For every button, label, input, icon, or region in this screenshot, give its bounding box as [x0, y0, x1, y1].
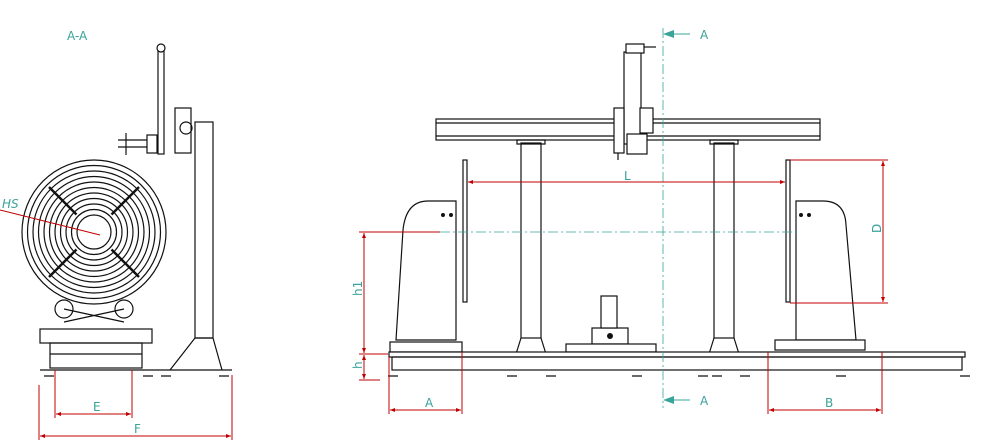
front-view: A A L D h1 h A	[351, 28, 970, 414]
h-label: h	[351, 361, 365, 369]
section-marker-top-label: A	[700, 28, 709, 42]
section-marker-bottom-label: A	[700, 394, 709, 408]
spool-spoke	[110, 248, 140, 278]
l-label: L	[624, 169, 631, 183]
right-headstock	[774, 159, 866, 351]
spool-ring	[21, 159, 167, 305]
spool-ring	[65, 203, 123, 261]
d-label: D	[870, 224, 884, 233]
hs-label: HS	[2, 197, 19, 211]
spool-spoke	[110, 186, 140, 216]
spool-ring	[59, 197, 129, 267]
torch-arm	[118, 43, 193, 155]
dimension-b: B	[767, 352, 883, 414]
column	[169, 121, 223, 371]
e-label: E	[93, 400, 101, 414]
spool-ring	[48, 186, 140, 278]
dimension-e: E	[54, 370, 133, 418]
spool-ring	[37, 175, 151, 289]
dimension-h1: h1	[351, 231, 440, 355]
spool-spoke	[48, 248, 78, 278]
section-marker-bottom: A	[663, 394, 709, 408]
a-label: A	[425, 396, 434, 410]
spool-ring	[26, 164, 162, 300]
dimension-l: L	[468, 169, 785, 184]
dimension-f: F	[38, 375, 233, 440]
dimension-a: A	[388, 352, 463, 414]
b-label: B	[825, 396, 833, 410]
spool-ring	[54, 192, 134, 272]
section-marker-top: A	[663, 28, 709, 42]
spool-spoke	[48, 186, 78, 216]
spool-ring	[70, 208, 118, 256]
section-view: A-A HS	[0, 29, 233, 440]
dimension-d: D	[790, 159, 888, 304]
gantry-columns	[515, 139, 740, 355]
spool-ring	[76, 214, 112, 250]
left-headstock	[389, 159, 468, 353]
f-label: F	[134, 422, 141, 436]
spool-ring	[32, 170, 156, 294]
spool-ring	[43, 181, 145, 283]
base-rail	[388, 351, 970, 377]
welding-head	[613, 43, 656, 160]
center-support	[565, 295, 657, 353]
spool-base	[39, 299, 232, 377]
h1-label: h1	[351, 281, 365, 296]
dimension-h: h	[351, 355, 380, 381]
wire-spool	[21, 159, 167, 305]
hs-leader	[0, 209, 101, 236]
section-title: A-A	[67, 29, 88, 43]
